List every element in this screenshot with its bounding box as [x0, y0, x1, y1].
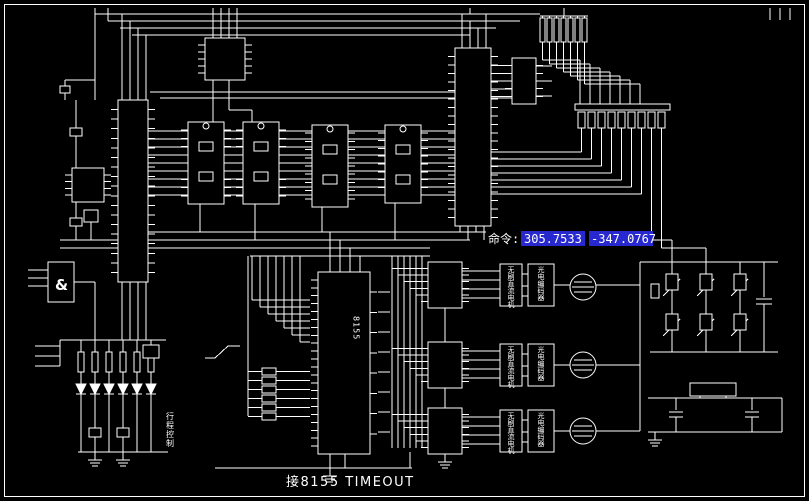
drawing-border — [4, 4, 805, 497]
motor-symbol — [569, 417, 597, 445]
motor-symbol — [569, 273, 597, 301]
and-gate: & — [47, 261, 75, 303]
travel-control-label: 行程控制 — [166, 411, 175, 448]
diode-array — [75, 383, 157, 396]
component-boxes — [59, 17, 747, 453]
ic-chip — [505, 57, 543, 105]
main-chip-label: 8155 — [352, 316, 361, 340]
coordinate-y-value: -347.0767 — [591, 232, 656, 246]
ic-chip — [305, 124, 355, 208]
ic-chip — [311, 271, 377, 455]
ic-chip — [421, 261, 469, 309]
ground-symbol — [438, 454, 452, 469]
ground-symbol — [323, 468, 337, 483]
ic-chip — [421, 407, 469, 455]
coordinate-y-box[interactable] — [589, 231, 653, 246]
ground-symbol — [648, 432, 662, 447]
ground-symbol — [116, 452, 130, 467]
motor-driver-label: 无刷直流电机 — [507, 412, 515, 455]
command-prompt-label[interactable]: 命令: — [488, 231, 519, 246]
bottom-annotation: 接8155 TIMEOUT — [286, 474, 415, 490]
ic-chip — [378, 124, 428, 204]
and-gate-label: & — [55, 276, 68, 294]
encoder-label: 光电编码器 — [537, 345, 545, 382]
component-layer — [59, 17, 747, 483]
ground-symbol — [88, 452, 102, 467]
motor-driver-label: 无刷直流电机 — [507, 266, 515, 309]
coordinate-x-box[interactable] — [521, 231, 585, 246]
ic-chip — [198, 37, 252, 81]
motor-driver-label: 无刷直流电机 — [507, 346, 515, 389]
encoder-label: 光电编码器 — [537, 265, 545, 302]
wire-layer — [28, 8, 791, 469]
ic-chip — [421, 341, 469, 389]
command-bar: 命令: 305.7533 -347.0767 — [488, 231, 656, 246]
ic-chip — [65, 167, 111, 203]
encoder-label: 光电编码器 — [537, 411, 545, 448]
ic-chip — [448, 47, 498, 227]
coordinate-x-value: 305.7533 — [524, 232, 582, 246]
motor-symbol — [569, 351, 597, 379]
ic-chip — [181, 121, 231, 205]
ic-chip — [111, 99, 155, 283]
ic-chip — [236, 121, 286, 205]
